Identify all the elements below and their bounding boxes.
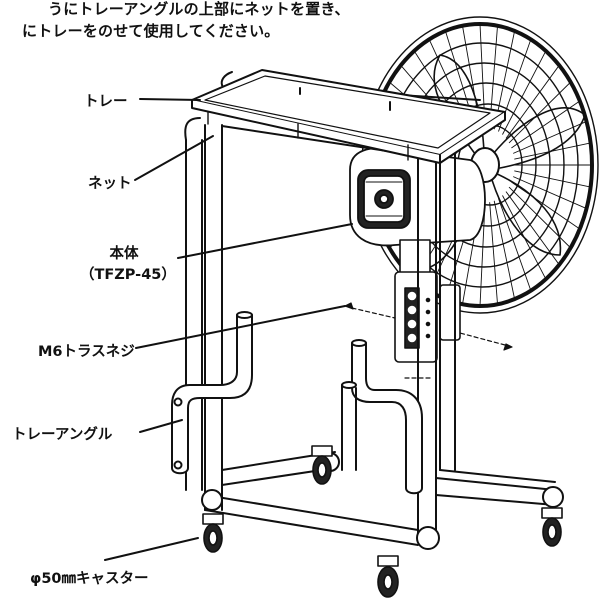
guard-wire [505, 191, 560, 266]
leader-lines [104, 98, 353, 561]
guard-wire [505, 64, 560, 139]
guard-wire [489, 202, 498, 305]
label-tray: トレー [84, 94, 128, 110]
net-hooks [207, 111, 409, 161]
guard-wire [513, 176, 587, 210]
instruction-line-2: にトレーをのせて使用してください。 [22, 22, 280, 40]
guard-wire [508, 81, 572, 144]
guard-wire [479, 202, 486, 307]
label-body-name: 本体 [109, 246, 139, 262]
guard-wire [514, 170, 592, 188]
stand-column [394, 239, 461, 363]
tray-angle-right [341, 339, 423, 495]
label-caster: φ50㎜キャスター [30, 571, 149, 587]
label-body: 本体 （TFZP-45） [80, 242, 176, 284]
guard-wire [511, 181, 581, 230]
guard-wire [498, 198, 532, 292]
label-body-model: （TFZP-45） [80, 267, 176, 283]
label-angle: トレーアングル [12, 427, 113, 443]
tray [191, 69, 506, 164]
casters [202, 445, 563, 598]
guard-wire [502, 50, 547, 135]
instruction-line-1: うにトレーアングルの上部にネットを置き、 [48, 0, 350, 18]
guard-wire [513, 120, 587, 154]
label-net: ネット [88, 176, 132, 192]
label-screw: M6トラスネジ [38, 344, 135, 360]
guard-wire [508, 186, 572, 249]
tray-angle-left [171, 311, 253, 475]
guard-wire [493, 200, 516, 300]
